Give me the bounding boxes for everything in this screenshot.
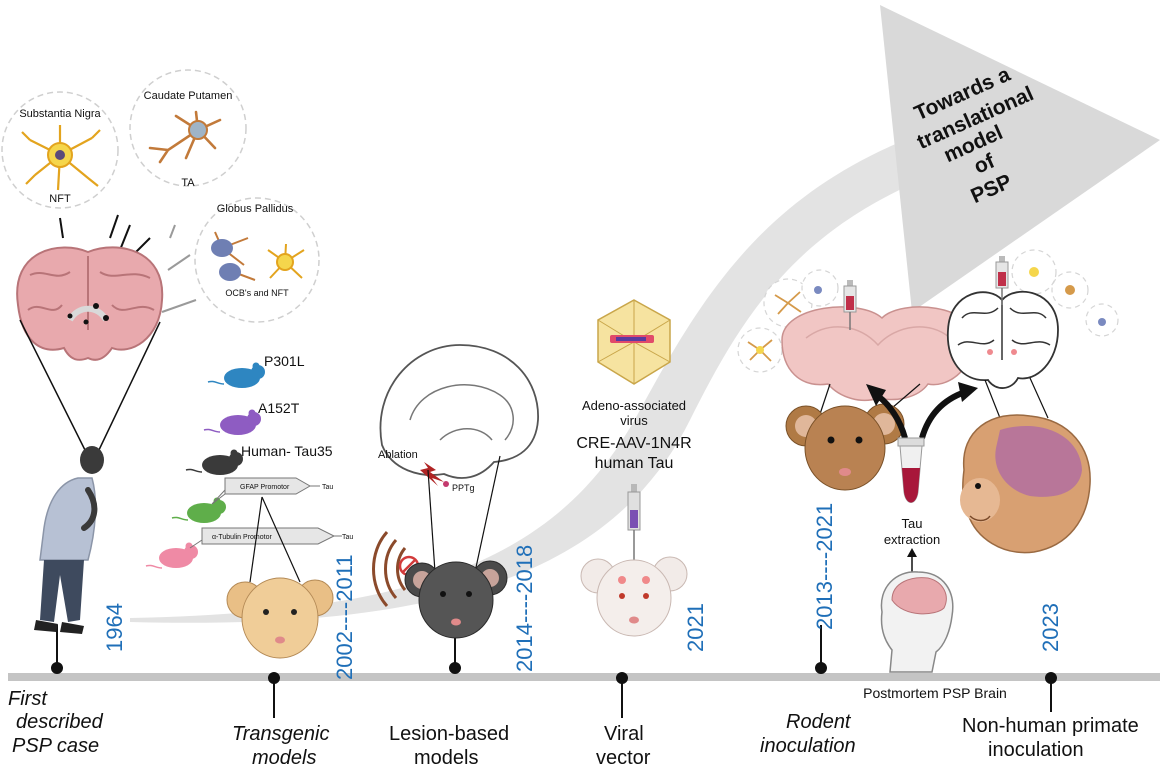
transgenic-mouse-gfap	[171, 497, 226, 523]
label-globus-pallidus: Globus Pallidus	[217, 203, 294, 215]
milestone-primate-2: inoculation	[988, 739, 1084, 761]
label-nft: NFT	[49, 193, 71, 205]
primate-syringe-icon	[995, 256, 1009, 305]
ablation-bolt-icon	[420, 462, 444, 486]
label-pptg: PPTg	[452, 483, 475, 493]
nft-neuron-icon	[21, 125, 101, 191]
year-2002-2011: 2002----2011	[332, 554, 357, 680]
year-2021: 2021	[683, 603, 708, 652]
label-ocb-nft: OCB's and NFT	[225, 288, 289, 298]
milestone-first-case-1: First	[8, 688, 48, 710]
label-p301l: P301L	[264, 353, 305, 369]
milestone-lesion-2: models	[414, 747, 478, 768]
pptg-target-dot	[443, 481, 449, 487]
progress-arrow-body	[130, 140, 910, 623]
milestone-lesion-1: Lesion-based	[389, 723, 509, 745]
label-tau-extraction-2: extraction	[884, 532, 940, 547]
milestone-viral-1: Viral	[604, 723, 644, 745]
extraction-up-arrowhead	[907, 548, 917, 557]
aav-capsid-icon	[597, 299, 671, 385]
tau-extraction-tube-icon	[897, 437, 925, 503]
zoom-circle-globus-pallidus: Globus Pallidus OCB's and NFT	[194, 197, 320, 323]
year-2013-2021: 2013----2021	[812, 503, 837, 630]
gfap-promoter-construct	[211, 477, 320, 505]
timeline-ticks	[51, 625, 1057, 718]
tubulin-promoter-construct	[189, 527, 342, 549]
transgenic-mouse-face	[226, 577, 334, 659]
label-tau-extraction-1: Tau	[902, 516, 923, 531]
milestone-first-case-2: described	[16, 711, 104, 733]
rodent-syringe-icon	[843, 280, 857, 330]
inoculation-arrow-primate	[919, 389, 967, 439]
transgenic-mouse-tubulin	[145, 542, 198, 569]
label-construct-2: human Tau	[595, 455, 674, 472]
transgenic-mouse-a152t	[203, 409, 261, 435]
ocb-neuron-icon	[211, 231, 256, 281]
transgenic-mouse-p301l	[207, 362, 265, 388]
label-human-tau35: Human- Tau35	[241, 443, 333, 459]
rodent-neuron-icons	[747, 291, 802, 362]
postmortem-human-head	[880, 571, 954, 673]
inoculation-arrowhead-primate	[958, 382, 978, 402]
gp-nft-icon	[267, 243, 305, 279]
label-ablation: Ablation	[378, 449, 418, 461]
construct-to-mouse-lines	[249, 496, 301, 583]
zoom-circle-caudate-putamen: Caudate Putamen TA	[129, 69, 247, 189]
label-ta: TA	[181, 177, 195, 189]
viral-mouse-face	[580, 556, 688, 637]
viral-syringe-icon	[627, 484, 641, 560]
human-coronal-brain	[16, 246, 164, 361]
label-caudate-putamen: Caudate Putamen	[144, 90, 233, 102]
milestone-transgenic-1: Transgenic	[232, 723, 329, 745]
lesion-mouse-face	[404, 560, 508, 639]
milestone-primate-1: Non-human primate	[962, 715, 1139, 737]
label-gfap-promoter: GFAP Promotor	[240, 484, 290, 491]
label-postmortem-brain: Postmortem PSP Brain	[863, 685, 1007, 701]
primate-monkey-head	[960, 414, 1091, 554]
label-construct-1: CRE-AAV-1N4R	[576, 435, 691, 452]
inoculation-arrowhead-rodent	[866, 384, 886, 406]
label-tau-tubulin: Tau	[342, 534, 353, 541]
transgenic-mouse-human-tau35	[185, 449, 243, 475]
label-tau-gfap: Tau	[322, 484, 333, 491]
milestone-rodent-2: inoculation	[760, 735, 856, 757]
label-substantia-nigra: Substantia Nigra	[19, 108, 101, 120]
year-2014-2018: 2014----2018	[512, 545, 537, 672]
sagittal-brain-outline	[379, 344, 539, 479]
milestone-transgenic-2: models	[252, 747, 316, 768]
lesion-connector-lines	[427, 455, 501, 573]
milestone-first-case-3: PSP case	[12, 735, 99, 757]
milestone-viral-2: vector	[596, 747, 651, 768]
label-tubulin-promoter: α-Tubulin Promotor	[212, 534, 272, 541]
year-2023: 2023	[1038, 603, 1063, 652]
primate-coronal-brain	[947, 290, 1059, 389]
rodent-coronal-brain	[781, 306, 975, 402]
psp-patient-figure	[34, 446, 104, 634]
inoculation-arrow-rodent	[876, 393, 908, 439]
zoom-circle-substantia-nigra: Substantia Nigra NFT	[1, 91, 119, 209]
rodent-mouse-face	[785, 403, 905, 491]
label-a152t: A152T	[258, 400, 300, 416]
year-1964: 1964	[102, 603, 127, 652]
label-aav-2: virus	[620, 413, 648, 428]
progress-arrowhead	[880, 5, 1160, 312]
brain-to-person-lines	[19, 319, 161, 453]
sound-waves-icon	[372, 530, 407, 608]
primate-connector-lines	[984, 377, 1049, 419]
milestone-rodent-1: Rodent	[786, 711, 852, 733]
label-aav-1: Adeno-associated	[582, 398, 686, 413]
